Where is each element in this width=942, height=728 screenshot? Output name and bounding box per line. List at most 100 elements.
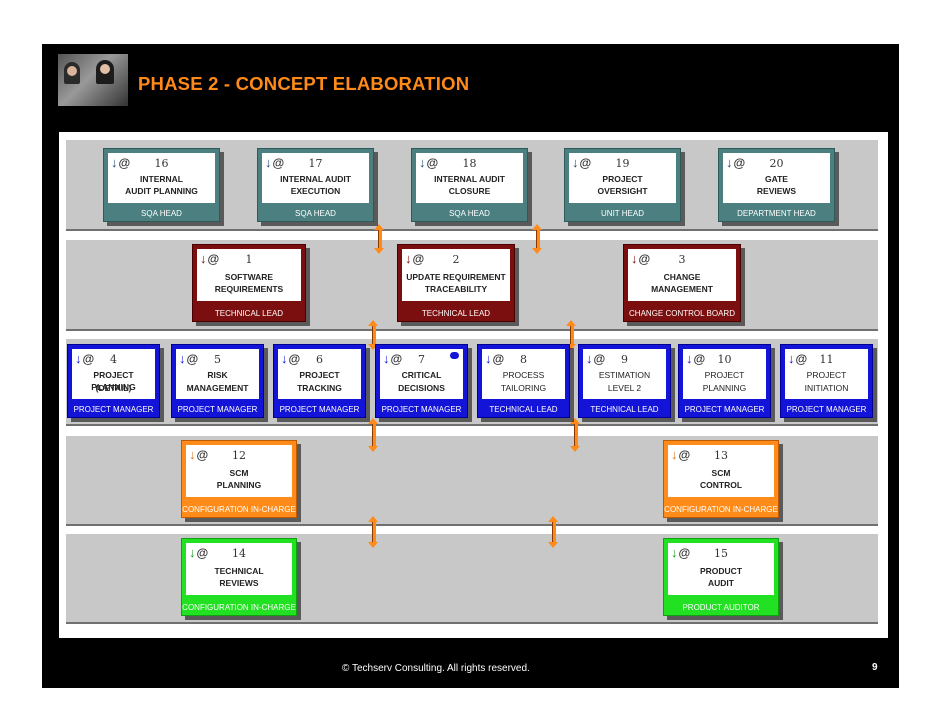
- down-arrow-icon: ↓: [726, 155, 733, 170]
- process-box-6[interactable]: ↓@ 6 PROJECT TRACKING PROJECT MANAGER: [273, 344, 366, 418]
- down-arrow-icon: ↓: [179, 351, 186, 366]
- down-arrow-icon: ↓: [485, 351, 492, 366]
- bidirectional-arrow: [368, 320, 378, 350]
- bidirectional-arrow: [368, 516, 378, 548]
- box-title-line2: MANAGEMENT: [651, 284, 713, 294]
- box-number: 19: [615, 157, 630, 170]
- box-title-line1: INTERNAL: [140, 174, 183, 184]
- paperclip-icon: @: [579, 156, 592, 170]
- box-title-line2: AUDIT: [708, 578, 734, 588]
- person-face: [100, 64, 110, 74]
- box-number: 9: [621, 353, 628, 366]
- box-title-line2: REQUIREMENTS: [214, 284, 284, 294]
- bidirectional-arrow: [532, 224, 542, 254]
- box-number: 11: [819, 353, 834, 366]
- box-role: SQA HEAD: [141, 209, 182, 218]
- paperclip-icon: @: [272, 156, 285, 170]
- box-title-line1: PROJECT: [602, 174, 643, 184]
- bidirectional-arrow: [570, 418, 580, 452]
- slide-title: PHASE 2 - CONCEPT ELABORATION: [138, 73, 470, 94]
- box-role: PROJECT MANAGER: [684, 405, 765, 414]
- box-title-line1: PROCESS: [502, 370, 545, 380]
- box-number: 5: [214, 353, 221, 366]
- box-title-line2: EXECUTION: [290, 186, 341, 196]
- box-number: 2: [452, 253, 460, 266]
- box-role: TECHNICAL LEAD: [421, 309, 491, 318]
- box-number: 4: [110, 353, 117, 366]
- box-number: 8: [520, 353, 527, 366]
- box-number: 14: [232, 547, 246, 560]
- box-title-line1: SCM: [229, 468, 249, 478]
- process-box-8[interactable]: ↓@ 8 PROCESS TAILORING TECHNICAL LEAD: [477, 344, 570, 418]
- box-title-line1: PROJECT PLANNING: [91, 370, 136, 392]
- box-title-line2: CLOSURE: [448, 186, 491, 196]
- box-title-line1: PROJECT: [704, 370, 745, 380]
- box-role: PROJECT MANAGER: [381, 405, 462, 414]
- process-box-2[interactable]: ↓@ 2 UPDATE REQUIREMENT TRACEABILITY TEC…: [397, 244, 515, 322]
- bidirectional-arrow: [566, 320, 576, 350]
- paperclip-icon: @: [678, 546, 691, 560]
- box-title-line1: PROJECT: [299, 370, 340, 380]
- box-title-line1: CRITICAL: [401, 370, 442, 380]
- paperclip-icon: @: [638, 252, 651, 266]
- box-title-line1: INTERNAL AUDIT: [434, 174, 505, 184]
- process-box-15[interactable]: ↓@ 15 PRODUCT AUDIT PRODUCT AUDITOR: [663, 538, 779, 616]
- paperclip-icon: @: [118, 156, 131, 170]
- paperclip-icon: @: [288, 352, 301, 366]
- box-title-line1: TECHNICAL: [214, 566, 264, 576]
- paperclip-icon: @: [196, 546, 209, 560]
- box-title-line2: REVIEWS: [219, 578, 259, 588]
- box-role: CONFIGURATION IN-CHARGE: [182, 505, 296, 514]
- paperclip-icon: @: [678, 448, 691, 462]
- page-number: 9: [872, 662, 878, 673]
- down-arrow-icon: ↓: [671, 545, 678, 560]
- box-title-line2: CONTROL: [699, 480, 743, 490]
- box-title-line2: DECISIONS: [398, 383, 445, 393]
- process-box-13[interactable]: ↓@ 13 SCM CONTROL CONFIGURATION IN-CHARG…: [663, 440, 779, 518]
- bidirectional-arrow: [548, 516, 558, 548]
- process-box-3[interactable]: ↓@ 3 CHANGE MANAGEMENT CHANGE CONTROL BO…: [623, 244, 741, 322]
- paperclip-icon: @: [795, 352, 808, 366]
- person-face: [67, 66, 77, 76]
- down-arrow-icon: ↓: [405, 251, 412, 266]
- box-number: 17: [308, 157, 323, 170]
- down-arrow-icon: ↓: [200, 251, 207, 266]
- process-box-12[interactable]: ↓@ 12 SCM PLANNING CONFIGURATION IN-CHAR…: [181, 440, 297, 518]
- process-box-9[interactable]: ↓@ 9 ESTIMATION LEVEL 2 TECHNICAL LEAD: [578, 344, 671, 418]
- process-box-1[interactable]: ↓@ 1 SOFTWARE REQUIREMENTS TECHNICAL LEA…: [192, 244, 306, 322]
- down-arrow-icon: ↓: [383, 351, 390, 366]
- box-title-line1: PRODUCT: [699, 566, 743, 576]
- box-number: 3: [678, 253, 686, 266]
- box-title-line2: MANAGEMENT: [186, 383, 249, 393]
- box-title-line2: INITIATION: [804, 383, 849, 393]
- box-role: SQA HEAD: [295, 209, 336, 218]
- down-arrow-icon: ↓: [111, 155, 118, 170]
- process-box-5[interactable]: ↓@ 5 RISK MANAGEMENT PROJECT MANAGER: [171, 344, 264, 418]
- box-title-line2: REVIEWS: [756, 186, 797, 196]
- down-arrow-icon: ↓: [189, 545, 196, 560]
- box-role: SQA HEAD: [449, 209, 490, 218]
- process-box-7[interactable]: ↓@ 7 CRITICAL DECISIONS PROJECT MANAGER: [375, 344, 468, 418]
- box-number: 16: [154, 157, 169, 170]
- paperclip-icon: @: [412, 252, 425, 266]
- down-arrow-icon: ↓: [419, 155, 426, 170]
- process-box-4[interactable]: ↓@ 4 PROJECT PLANNING (DETAIL) PROJECT M…: [67, 344, 160, 418]
- process-box-20[interactable]: ↓@ 20 GATE REVIEWS DEPARTMENT HEAD: [718, 148, 835, 222]
- bidirectional-arrow: [374, 224, 384, 254]
- process-box-19[interactable]: ↓@ 19 PROJECT OVERSIGHT UNIT HEAD: [564, 148, 681, 222]
- down-arrow-icon: ↓: [281, 351, 288, 366]
- box-number: 12: [232, 449, 246, 462]
- process-box-18[interactable]: ↓@ 18 INTERNAL AUDIT CLOSURE SQA HEAD: [411, 148, 528, 222]
- process-box-16[interactable]: ↓@ 16 INTERNAL AUDIT PLANNING SQA HEAD: [103, 148, 220, 222]
- box-title-line1: RISK: [207, 370, 228, 380]
- box-title-line1: GATE: [765, 174, 788, 184]
- down-arrow-icon: ↓: [265, 155, 272, 170]
- process-box-17[interactable]: ↓@ 17 INTERNAL AUDIT EXECUTION SQA HEAD: [257, 148, 374, 222]
- process-box-14[interactable]: ↓@ 14 TECHNICAL REVIEWS CONFIGURATION IN…: [181, 538, 297, 616]
- process-box-10[interactable]: ↓@ 10 PROJECT PLANNING PROJECT MANAGER: [678, 344, 771, 418]
- box-number: 15: [714, 547, 728, 560]
- box-title-line1: PROJECT: [806, 370, 847, 380]
- process-box-11[interactable]: ↓@ 11 PROJECT INITIATION PROJECT MANAGER: [780, 344, 873, 418]
- box-number: 7: [418, 353, 425, 366]
- box-role: PROJECT MANAGER: [279, 405, 360, 414]
